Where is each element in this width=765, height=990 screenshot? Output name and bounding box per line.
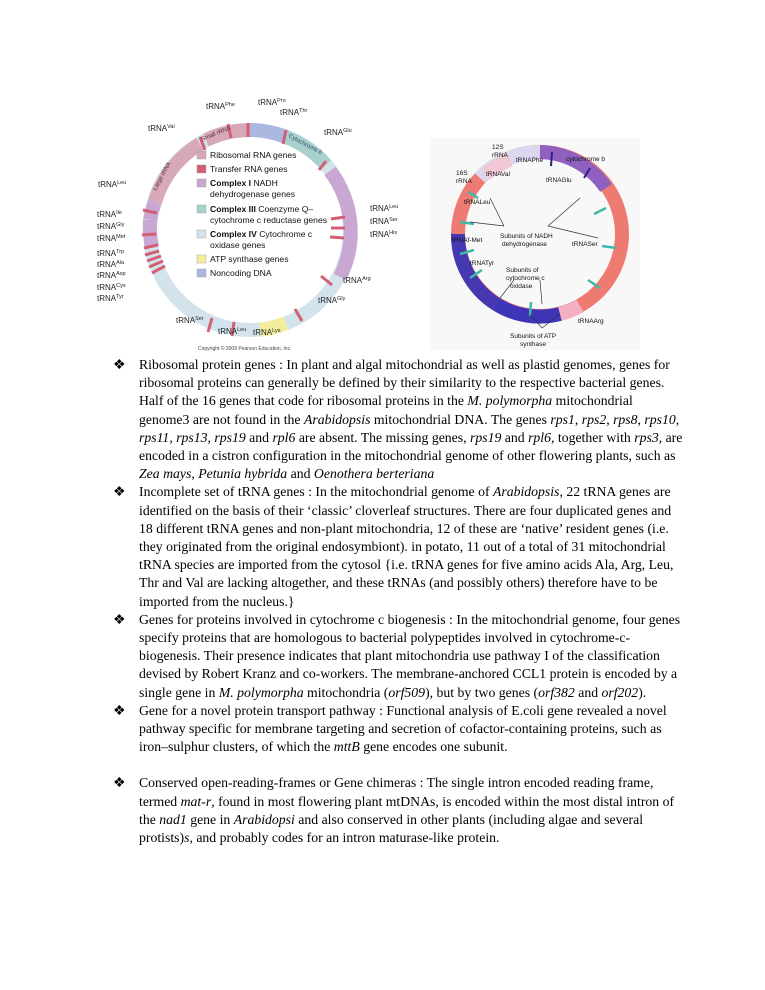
trna-label: tRNAMet	[97, 234, 126, 243]
trna-label: tRNAPro	[258, 98, 286, 107]
legend-swatch	[196, 150, 207, 160]
bullet-text: Ribosomal protein genes : In plant and a…	[139, 357, 683, 482]
legend-label: Complex IV Cytochrome c	[210, 229, 313, 239]
genome-ring	[450, 144, 629, 324]
trna-label: tRNAVal	[148, 124, 175, 133]
label-nadh-2: dehydrogenase	[502, 241, 547, 248]
label-trna-ser: tRNASer	[572, 241, 598, 248]
bullet-text: Genes for proteins involved in cytochrom…	[139, 611, 681, 700]
trna-label: tRNAGlu	[324, 128, 352, 137]
trna-label: tRNAHis	[370, 230, 397, 239]
label-trna-tyr: tRNATyr	[470, 260, 495, 267]
bullet-diamond-icon: ❖	[113, 702, 126, 718]
trna-label: tRNAAsp	[97, 271, 126, 280]
bullet-diamond-icon: ❖	[113, 775, 126, 791]
label-cytochrome-b: cytochrome b	[566, 156, 605, 163]
bullet-item: ❖ Incomplete set of tRNA genes : In the m…	[113, 483, 683, 610]
label-cox: Subunits of	[506, 267, 539, 274]
trna-label: tRNAThr	[280, 108, 308, 117]
bullet-diamond-icon: ❖	[113, 611, 126, 627]
label-atp: Subunits of ATP	[510, 333, 556, 340]
bullet-text: Conserved open-reading-frames or Gene ch…	[139, 775, 675, 846]
label-12s-rrna: rRNA	[492, 152, 509, 159]
label-trna-arg: tRNAArg	[578, 318, 604, 325]
bullet-item: ❖ Genes for proteins involved in cytochro…	[113, 611, 683, 702]
label-cox-3: oxidase	[510, 283, 533, 290]
legend-swatch	[196, 254, 207, 264]
legend-swatch	[196, 178, 207, 188]
label-nadh: Subunits of NADH	[500, 233, 553, 240]
bullet-item: ❖ Ribosomal protein genes : In plant and …	[113, 356, 683, 483]
legend-label: Complex III Coenzyme Q–	[210, 204, 313, 214]
legend: Ribosomal RNA genes Transfer RNA genes C…	[196, 150, 327, 278]
mtdna-subunit-map-figure: 12S rRNA 16S rRNA tRNAPhe tRNAVal tRNAGl…	[430, 138, 640, 350]
label-atp-2: synthase	[520, 341, 546, 348]
trna-label: tRNALeu	[218, 327, 246, 336]
label-trna-glu: tRNAGlu	[546, 177, 572, 184]
trna-label: tRNASer	[176, 316, 204, 325]
legend-swatch	[196, 268, 207, 278]
label-16s: 16S	[456, 170, 468, 177]
label-12s: 12S	[492, 144, 504, 151]
diagram-labels: 12S rRNA 16S rRNA tRNAPhe tRNAVal tRNAGl…	[452, 144, 605, 348]
bullet-list: ❖ Ribosomal protein genes : In plant and …	[113, 356, 683, 847]
legend-swatch	[196, 164, 207, 174]
callout-lines	[469, 197, 599, 329]
label-cox-2: cytochrome c	[506, 275, 545, 282]
legend-label: Noncoding DNA	[210, 268, 272, 278]
trna-label: tRNAIle	[97, 210, 122, 219]
trna-label: tRNATyr	[97, 294, 124, 303]
trna-labels: tRNAPhe tRNAPro tRNAThr tRNAVal tRNAGlu …	[97, 98, 398, 337]
trna-label: tRNATrp	[97, 249, 124, 258]
label-16s-rrna: rRNA	[456, 178, 473, 185]
label-trna-val: tRNAVal	[486, 171, 511, 178]
human-mtdna-map-figure: Small rRNA Large rRNA Cytochrome b tRNAP…	[90, 95, 410, 355]
legend-label: cytochrome c reductase genes	[210, 215, 327, 225]
legend-label: Complex I NADH	[210, 178, 278, 188]
trna-label: tRNACys	[97, 283, 126, 292]
label-trna-fmet: tRNAf-Met	[452, 237, 483, 244]
bullet-diamond-icon: ❖	[113, 357, 126, 372]
genome-ring	[141, 122, 358, 337]
bullet-text: Incomplete set of tRNA genes : In the mi…	[139, 484, 674, 609]
trna-label: tRNALeu	[370, 204, 398, 213]
legend-swatch	[196, 204, 207, 214]
label-trna-leu: tRNALeu	[464, 199, 491, 206]
copyright-note: Copyright © 2009 Pearson Education, Inc.	[198, 345, 291, 352]
trna-label: tRNASer	[370, 217, 398, 226]
bullet-item: ❖ Conserved open-reading-frames or Gene c…	[113, 774, 683, 847]
bullet-text: Gene for a novel protein transport pathw…	[139, 702, 667, 755]
trna-label: tRNAArg	[343, 276, 371, 285]
legend-label: Ribosomal RNA genes	[210, 150, 296, 160]
trna-label: tRNAAla	[97, 260, 125, 269]
trna-label: tRNAGly	[318, 296, 346, 305]
trna-label: tRNAGly	[97, 222, 125, 231]
legend-label: oxidase genes	[210, 240, 265, 250]
legend-swatch	[196, 229, 207, 239]
trna-label: tRNALeu	[98, 180, 126, 189]
trna-label: tRNALys	[253, 328, 281, 337]
legend-label: dehydrogenase genes	[210, 189, 295, 199]
bullet-diamond-icon: ❖	[113, 484, 126, 500]
trna-label: tRNAPhe	[206, 102, 235, 111]
label-trna-phe: tRNAPhe	[516, 157, 543, 164]
bullet-item: ❖ Gene for a novel protein transport path…	[113, 702, 683, 757]
legend-label: Transfer RNA genes	[210, 164, 288, 174]
legend-label: ATP synthase genes	[210, 254, 289, 264]
